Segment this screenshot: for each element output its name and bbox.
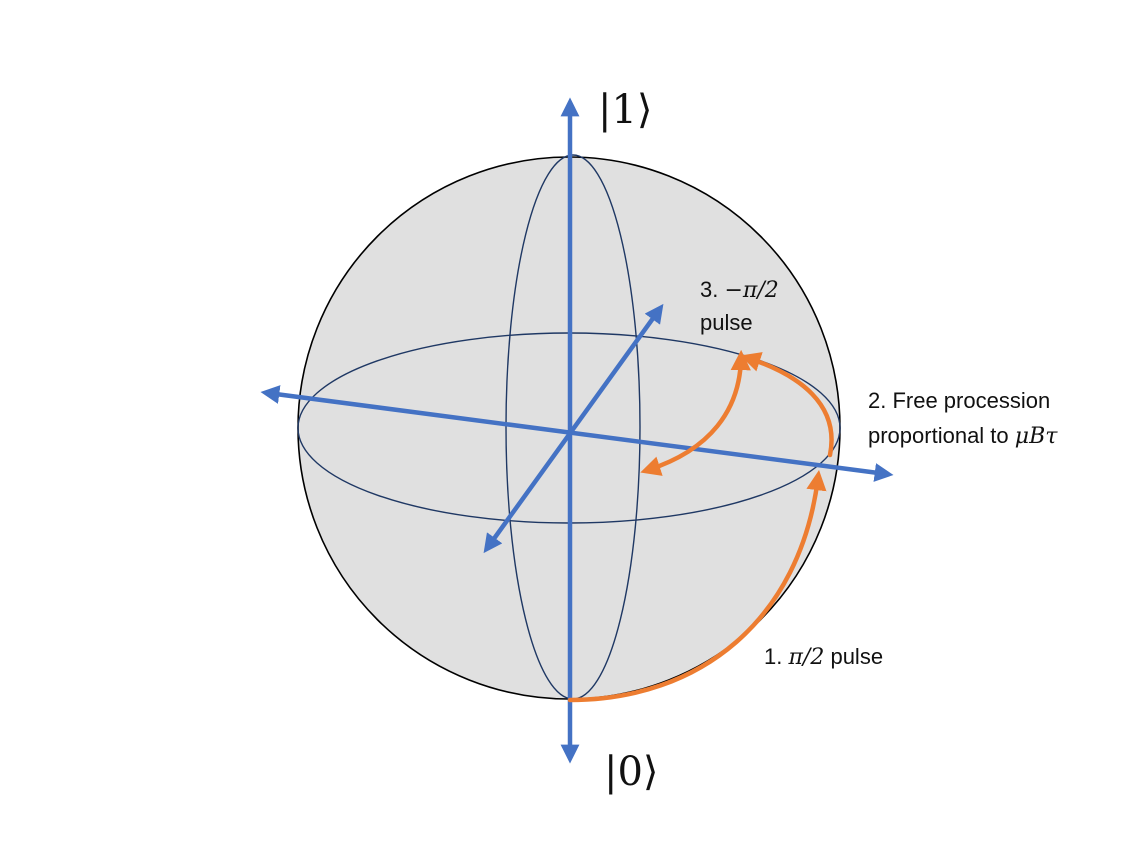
- minus-pi-half-pulse-path: [640, 349, 751, 476]
- free-procession-path: [740, 352, 834, 458]
- state-one-label: |1⟩: [598, 87, 653, 133]
- step1-label: 1. π/2 pulse: [764, 644, 883, 670]
- step2-label-line1: 2. Free procession: [868, 388, 1050, 413]
- step2-math: μBτ: [1015, 424, 1058, 449]
- step3-number: 3.: [700, 277, 724, 302]
- step3-math: −π/2: [724, 278, 778, 303]
- step3-label-line2: pulse: [700, 310, 753, 335]
- step1-text: pulse: [824, 644, 883, 669]
- step1-number: 1.: [764, 644, 788, 669]
- pi-half-pulse-path: [567, 469, 827, 703]
- step2-label-line2: proportional to μBτ: [868, 423, 1058, 449]
- step1-math: π/2: [787, 645, 824, 670]
- step2-text: proportional to: [868, 423, 1015, 448]
- step3-label: 3. −π/2: [700, 277, 779, 303]
- state-zero-label: |0⟩: [604, 749, 659, 795]
